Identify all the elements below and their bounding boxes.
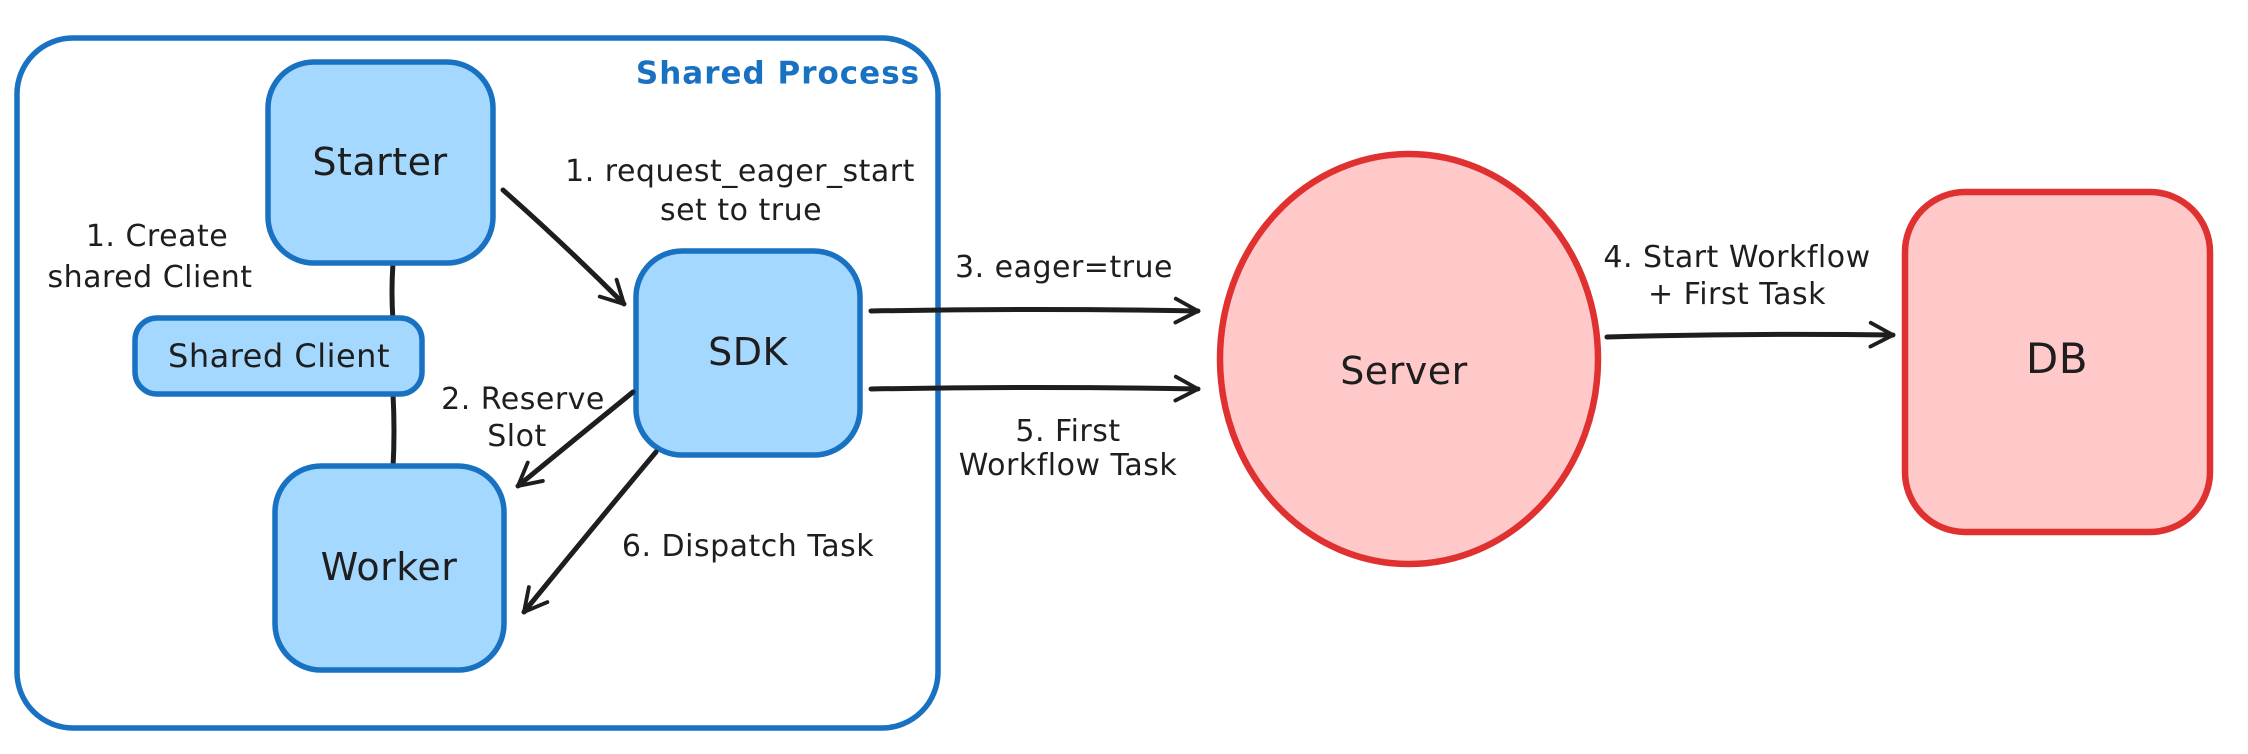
sdk-label: SDK xyxy=(708,330,788,374)
annotation-request-eager-start-line1: 1. request_eager_start xyxy=(565,154,915,189)
annotation-first-workflow-task-line2: Workflow Task xyxy=(958,448,1178,483)
annotation-create-shared-client-line1: 1. Create xyxy=(85,219,229,254)
arrow-reserve-slot xyxy=(515,389,636,489)
server-label: Server xyxy=(1340,349,1468,393)
arrow-request-eager-start xyxy=(500,187,627,307)
annotation-dispatch-task: 6. Dispatch Task xyxy=(621,529,875,564)
worker-node xyxy=(272,463,507,673)
annotation-first-workflow-task-line1: 5. First xyxy=(1015,414,1121,449)
starter-label: Starter xyxy=(312,140,448,184)
arrow-start-workflow xyxy=(1604,320,1896,349)
arrow-eager-true xyxy=(868,296,1201,325)
annotation-reserve-slot-line1: 2. Reserve xyxy=(441,382,605,417)
db-node xyxy=(1901,188,2214,536)
shared-client-label: Shared Client xyxy=(168,337,390,375)
annotation-create-shared-client-line2: shared Client xyxy=(47,260,253,295)
connector-starter-sharedclient xyxy=(389,260,396,324)
arrow-dispatch-task xyxy=(521,449,659,615)
shared-client-node xyxy=(132,315,425,397)
connector-sharedclient-worker xyxy=(390,391,397,471)
annotation-request-eager-start-line2: set to true xyxy=(659,193,823,228)
starter-node xyxy=(265,59,496,266)
arrow-first-workflow-task xyxy=(868,374,1201,403)
annotation-start-workflow-line1: 4. Start Workflow xyxy=(1603,240,1871,275)
worker-label: Worker xyxy=(320,545,458,589)
db-label: DB xyxy=(2025,334,2089,383)
sdk-node xyxy=(633,248,863,458)
annotation-reserve-slot-line2: Slot xyxy=(487,419,547,454)
annotation-eager-true: 3. eager=true xyxy=(954,250,1174,285)
annotation-start-workflow-line2: + First Task xyxy=(1647,277,1827,312)
shared-process-label: Shared Process xyxy=(635,55,921,92)
shared-process-container xyxy=(14,35,941,731)
server-node xyxy=(1216,150,1602,568)
